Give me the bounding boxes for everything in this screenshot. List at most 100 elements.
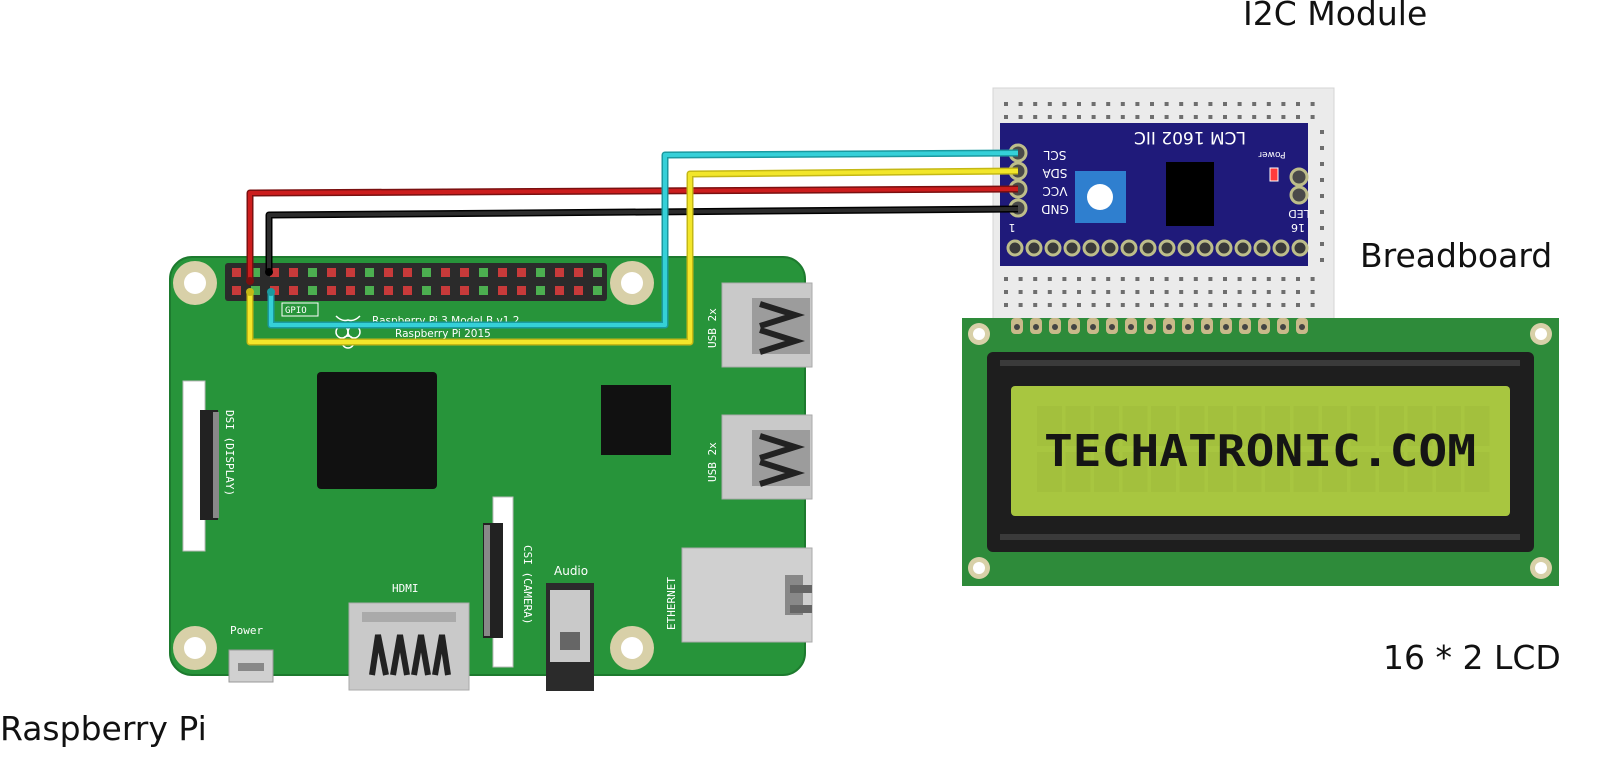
gpio-pin [517,268,526,277]
breadboard-hole [1047,115,1052,119]
power-led [1269,167,1279,182]
breadboard-hole [1135,290,1140,294]
lcd-char-cell [1179,406,1205,446]
i2c-module-caption: I2C Module [1243,0,1428,33]
gpio-header [225,263,607,301]
breadboard-hole [1252,303,1257,307]
lcd-module: TECHATRONIC.COM [962,318,1559,586]
breadboard-hole [1179,102,1184,106]
breadboard-hole [1033,277,1038,281]
breadboard-hole [1033,115,1038,119]
breadboard-hole [1208,102,1213,106]
gpio-pin [536,286,545,295]
breadboard-hole [1320,258,1324,262]
gpio-pin [232,268,241,277]
wire-endpoint [267,288,275,296]
lcd-header-pin [1063,239,1081,257]
breadboard-hole [1135,102,1140,106]
lcd-header-pin [1272,239,1290,257]
lcd-header-pin [1177,239,1195,257]
gpio-pin [593,286,602,295]
breadboard-hole [1193,290,1198,294]
breadboard-hole [1193,102,1198,106]
i2c-title-label: LCM 1602 IIC [1134,127,1246,147]
usb-port-bottom [721,414,813,500]
breadboard-hole [1164,277,1169,281]
lcd-edge-pin-hole [1204,324,1210,330]
breadboard-hole [1320,226,1324,230]
lcd-mounting-holes [968,323,1552,579]
breadboard-hole [1018,290,1023,294]
lcd-edge-pin-hole [1090,324,1096,330]
breadboard-hole [1223,102,1227,106]
breadboard-hole [1193,115,1198,119]
i2c-chip [1166,162,1214,226]
breadboard-hole [1091,290,1096,294]
breadboard-hole [1320,194,1324,198]
breadboard-hole [1252,277,1257,281]
lcd-char-cell [1265,406,1290,446]
breadboard-hole [1252,102,1257,106]
breadboard-hole [1320,162,1324,166]
breadboard-hole [1164,102,1169,106]
breadboard-hole [1252,115,1257,119]
breadboard-hole [1223,115,1227,119]
breadboard-hole [1004,102,1008,106]
gpio-pin [422,286,431,295]
breadboard-hole [1223,290,1227,294]
lcd-char-cell [1094,406,1119,446]
breadboard-hole [1004,277,1008,281]
gpio-pin [384,286,393,295]
breadboard-hole [1120,102,1125,106]
gpio-pin [517,286,526,295]
gpio-pin [308,286,317,295]
breadboard-hole [1208,115,1213,119]
breadboard-hole [1310,115,1315,119]
gpio-pin [593,268,602,277]
usb-port-top [721,282,813,368]
lcd-header-pin [1215,239,1233,257]
dsi-connector [182,380,219,552]
lcd-char-cell [1065,452,1091,492]
lcd-edge-pin-hole [1147,324,1153,330]
gpio-pin [574,268,583,277]
breadboard-hole [1310,303,1315,307]
breadboard-hole [1033,303,1038,307]
breadboard-hole [1310,102,1315,106]
breadboard-hole [1281,290,1286,294]
lcd-char-cell [1379,406,1404,446]
breadboard-hole [1237,303,1242,307]
lcd-header-pin [1158,239,1176,257]
power-label: Power [230,624,263,637]
breadboard-hole [1252,290,1257,294]
lcd-char-cell [1436,452,1461,492]
breadboard-hole [1150,303,1154,307]
contrast-potentiometer [1075,171,1126,223]
lcd-edge-pin-hole [1280,324,1286,330]
gpio-pin [251,286,260,295]
lcd-pin-header [1006,239,1309,257]
breadboard-hole [1281,115,1286,119]
gpio-pin [365,268,374,277]
gpio-pin [403,268,412,277]
lcd-header-pin [1082,239,1100,257]
gpio-pin [327,268,336,277]
breadboard-hole [1004,115,1008,119]
breadboard-hole [1237,290,1242,294]
gpio-pin [441,268,450,277]
lcd-char-cell [1293,452,1319,492]
breadboard-hole [1223,303,1227,307]
pin-scl-label: SCL [1043,148,1066,162]
lcd-header-pin [1253,239,1271,257]
gpio-pin [289,286,298,295]
lcd-edge-pin-hole [1033,324,1039,330]
lcd-header-pin [1006,239,1024,257]
breadboard-hole [1004,303,1008,307]
breadboard-hole [1237,102,1242,106]
lcd-char-cell [1350,452,1376,492]
breadboard-hole [1047,277,1052,281]
breadboard-hole [1266,277,1271,281]
lcd-char-cell [1122,452,1148,492]
pin-vcc-label: VCC [1043,184,1068,198]
